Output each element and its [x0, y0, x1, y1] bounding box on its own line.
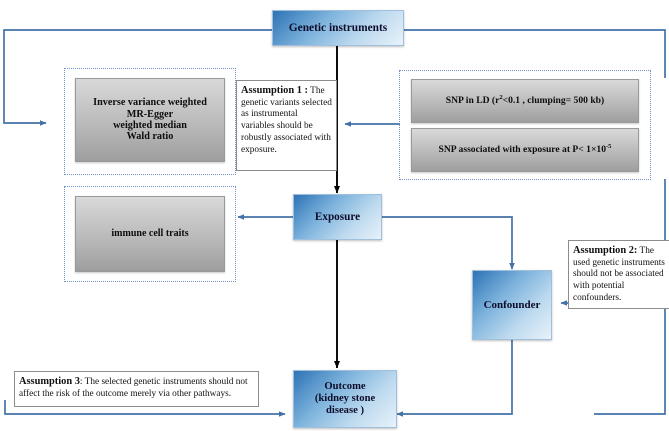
confounder-label: Confounder	[483, 298, 541, 311]
node-snp-association[interactable]: SNP associated with exposure at P< 1×10-…	[411, 128, 639, 172]
method-ivw: Inverse variance weighted	[93, 97, 207, 109]
method-weighted-median: weighted median	[113, 120, 187, 131]
assumption-2-body: The used genetic instruments should not …	[573, 246, 665, 303]
node-exposure[interactable]: Exposure	[293, 194, 382, 240]
method-wald-ratio: Wald ratio	[126, 131, 174, 143]
node-immune-cell-traits[interactable]: immune cell traits	[75, 196, 225, 272]
assumption-1-note: Assumption 1 : The genetic variants sele…	[236, 80, 337, 171]
snp-association-label: SNP associated with exposure at P< 1×10-…	[438, 142, 612, 155]
snp-ld-label: SNP in LD (r2<0.1 , clumping= 500 kb)	[445, 93, 605, 106]
assumption-1-heading: Assumption 1 :	[241, 85, 308, 96]
node-genetic-instruments[interactable]: Genetic instruments	[272, 10, 404, 46]
assumption-1-body: The genetic variants selected as instrum…	[241, 86, 332, 155]
assumption-3-heading: Assumption 3	[19, 376, 80, 387]
outcome-line-2: (kidney stone	[314, 393, 376, 405]
assumption-3-note: Assumption 3: The selected genetic instr…	[14, 371, 259, 407]
node-confounder[interactable]: Confounder	[472, 270, 552, 340]
snp-group-frame	[399, 70, 651, 180]
outcome-line-1: Outcome	[324, 381, 366, 393]
node-outcome[interactable]: Outcome (kidney stone disease )	[293, 370, 397, 428]
assumption-2-heading: Assumption 2:	[573, 245, 638, 256]
methods-group-frame	[64, 68, 236, 175]
exposure-label: Exposure	[314, 210, 361, 223]
assumption-3-body: : The selected genetic instruments shoul…	[19, 377, 248, 399]
node-snp-ld[interactable]: SNP in LD (r2<0.1 , clumping= 500 kb)	[411, 79, 639, 123]
outcome-line-3: disease )	[326, 404, 364, 416]
node-mr-methods[interactable]: Inverse variance weighted MR-Egger weigh…	[75, 78, 225, 162]
immune-cell-traits-label: immune cell traits	[111, 228, 189, 240]
assumption-2-note: Assumption 2: The used genetic instrumen…	[568, 240, 669, 309]
immune-traits-group-frame	[64, 186, 236, 282]
method-mr-egger: MR-Egger	[126, 108, 174, 120]
genetic-instruments-label: Genetic instruments	[288, 21, 388, 34]
